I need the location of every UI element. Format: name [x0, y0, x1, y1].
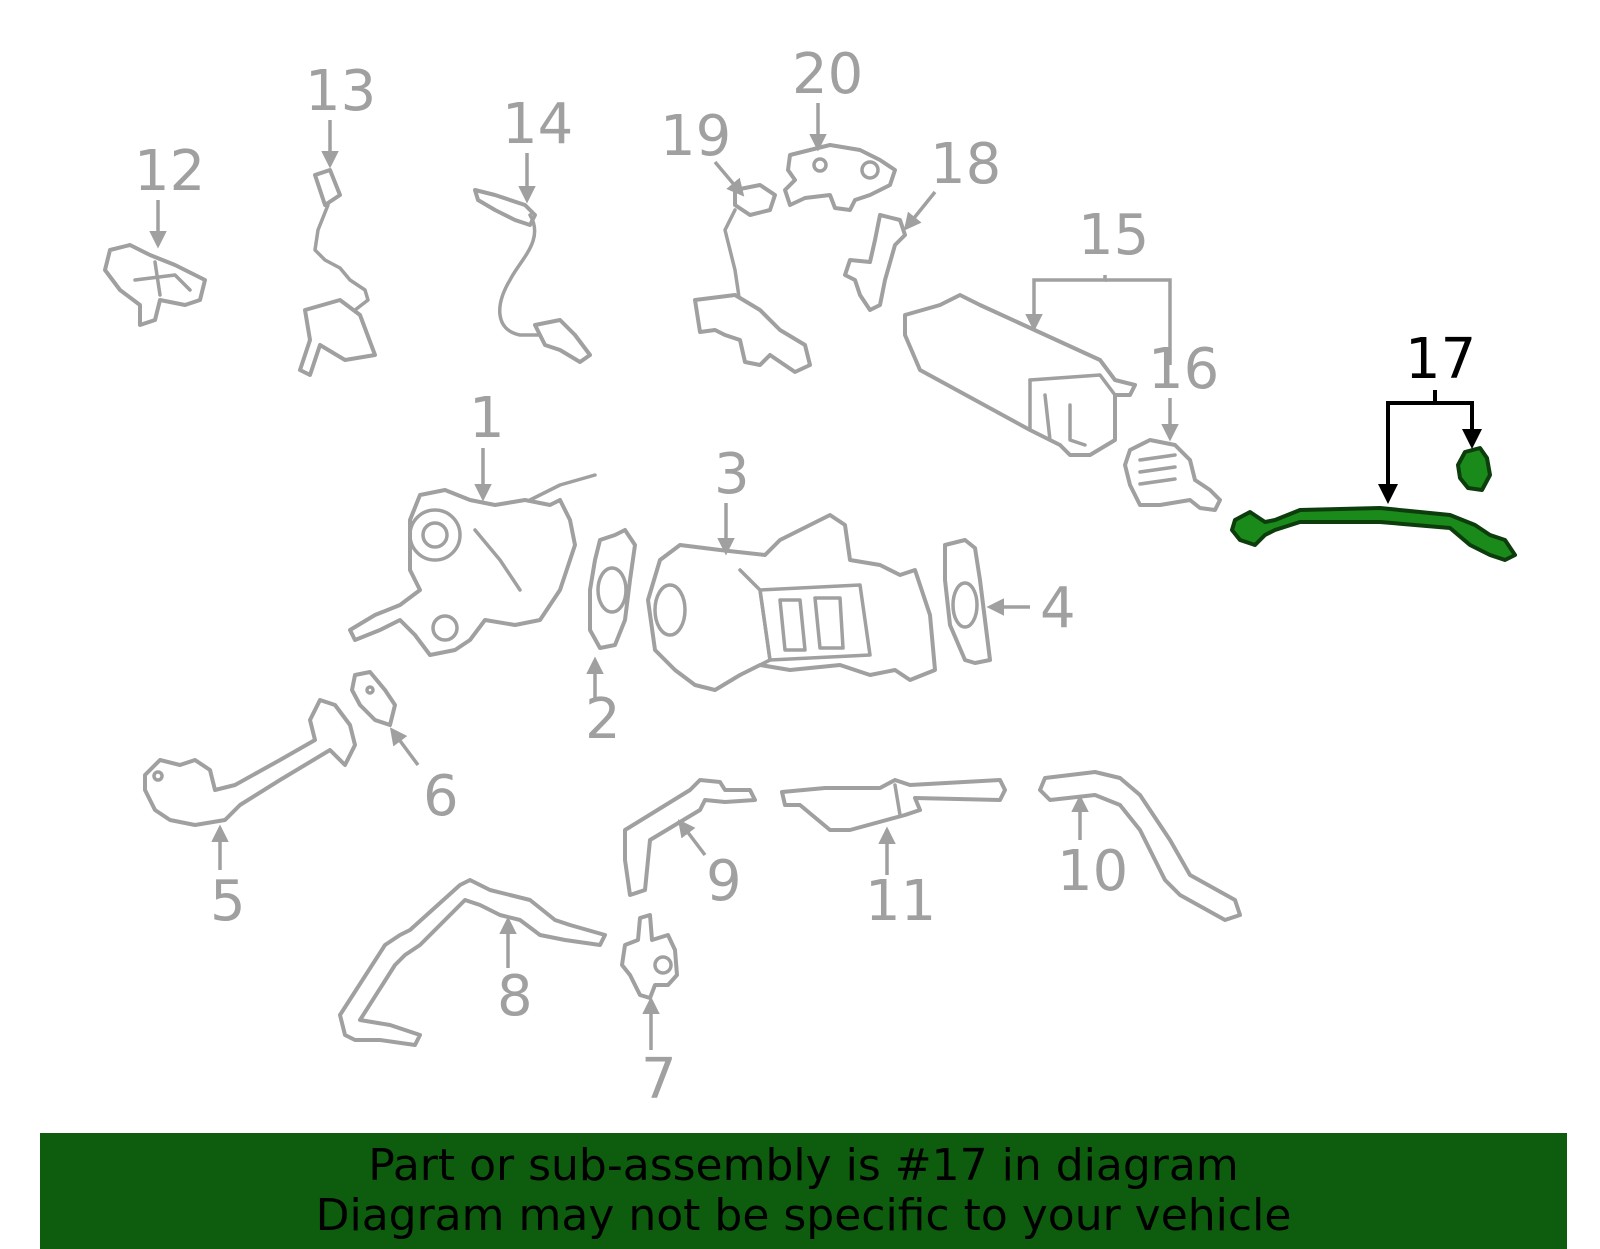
part-18: [843, 213, 907, 312]
callout-label-15: 15: [1078, 203, 1149, 268]
callout-label-3: 3: [714, 442, 750, 507]
callout-arrow-17b: [1435, 401, 1482, 449]
part-4: [943, 538, 992, 665]
part-19: [693, 183, 812, 374]
callout-label-20: 20: [792, 42, 863, 107]
callout-label-14: 14: [502, 92, 573, 157]
callout-label-8: 8: [497, 964, 533, 1029]
callout-arrow-17a: [1378, 390, 1437, 504]
callout-label-13: 13: [305, 59, 376, 124]
part-2: [588, 528, 637, 650]
callout-arrow-15b: [1105, 278, 1172, 365]
part-20: [783, 143, 897, 212]
part-1: [348, 473, 597, 657]
callout-label-2: 2: [585, 687, 621, 752]
callout-label-16: 16: [1148, 337, 1219, 402]
part-14: [473, 188, 592, 364]
callout-label-4: 4: [1040, 576, 1076, 641]
callout-label-10: 10: [1057, 839, 1128, 904]
callout-label-19: 19: [660, 104, 731, 169]
part-5: [143, 698, 357, 827]
part-8: [338, 878, 607, 1047]
part-13: [298, 168, 377, 377]
info-banner: Part or sub-assembly is #17 in diagram D…: [40, 1133, 1567, 1249]
callout-arrow-6: [389, 727, 420, 767]
part-12: [103, 243, 207, 327]
part-17: [1230, 446, 1517, 562]
part-16: [1123, 438, 1222, 512]
part-7: [620, 913, 679, 1000]
callout-label-5: 5: [210, 869, 246, 934]
callout-label-9: 9: [706, 849, 742, 914]
callout-label-17: 17: [1405, 327, 1476, 392]
part-15: [903, 293, 1137, 457]
callout-arrow-9: [677, 819, 707, 857]
callout-label-7: 7: [641, 1047, 677, 1112]
callout-label-12: 12: [134, 139, 205, 204]
callout-label-6: 6: [423, 764, 459, 829]
banner-line-1: Part or sub-assembly is #17 in diagram: [368, 1140, 1239, 1191]
callout-arrow-19: [713, 160, 745, 197]
callout-label-18: 18: [930, 132, 1001, 197]
part-11: [780, 778, 1007, 832]
part-9: [623, 778, 757, 897]
part-3: [646, 513, 937, 692]
callout-arrow-15a: [1025, 275, 1107, 332]
banner-line-2: Diagram may not be specific to your vehi…: [315, 1190, 1292, 1241]
callout-arrow-18: [903, 190, 937, 231]
callout-label-11: 11: [865, 869, 936, 934]
part-6: [350, 670, 397, 727]
callout-label-1: 1: [469, 386, 505, 451]
